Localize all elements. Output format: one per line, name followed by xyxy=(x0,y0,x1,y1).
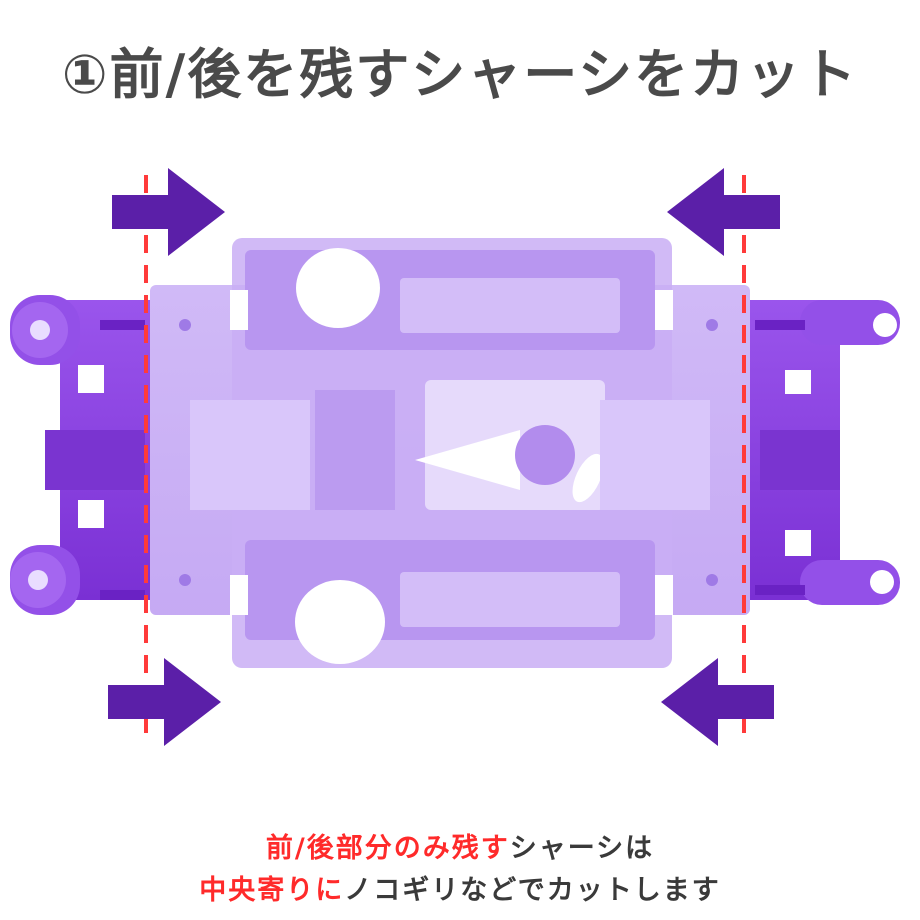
arrow-left-icon xyxy=(667,168,780,256)
chassis-hole xyxy=(295,580,385,664)
caption-line-2: 中央寄りにノコギリなどでカットします xyxy=(0,870,920,912)
chassis-front-solid xyxy=(10,295,150,615)
chassis-rear-solid xyxy=(750,300,900,605)
caption-text: シャーシは xyxy=(509,833,655,864)
arrow-right-icon xyxy=(112,168,225,256)
page-title: ①前/後を残すシャーシをカット xyxy=(61,43,859,106)
caption-highlight: 中央寄りに xyxy=(199,875,345,906)
arrow-right-icon xyxy=(108,658,221,746)
caption-line-1: 前/後部分のみ残すシャーシは xyxy=(0,828,920,870)
chassis-center-faded xyxy=(150,238,750,668)
arrow-left-icon xyxy=(661,658,774,746)
chassis-hole xyxy=(296,248,380,328)
caption-highlight: 前/後部分のみ残す xyxy=(265,833,510,864)
caption: 前/後部分のみ残すシャーシは 中央寄りにノコギリなどでカットします xyxy=(0,828,920,912)
caption-text: ノコギリなどでカットします xyxy=(344,875,721,906)
